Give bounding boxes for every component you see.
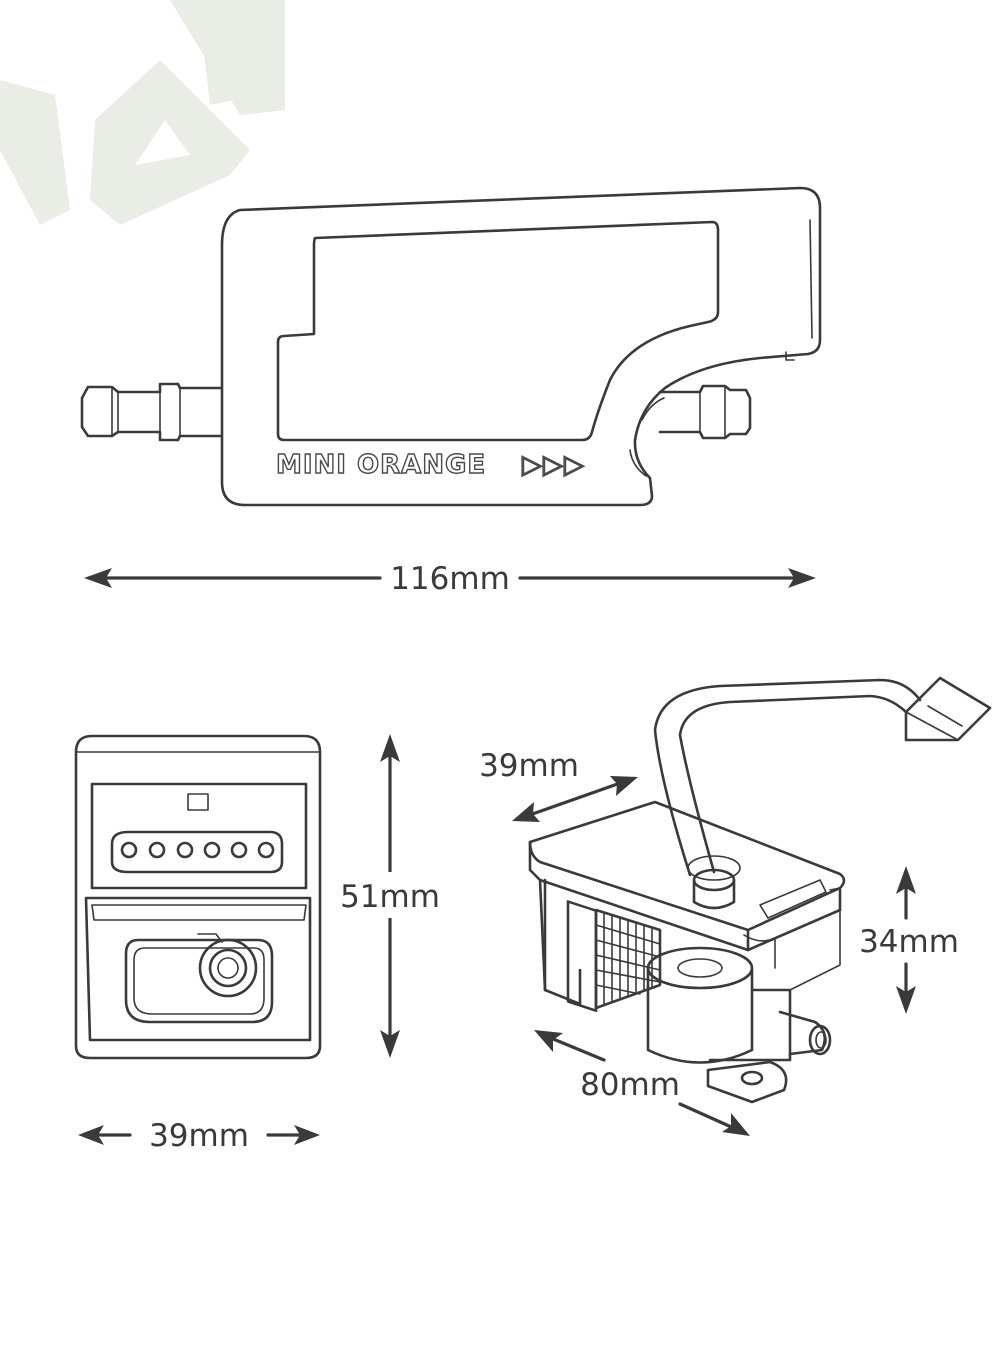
arrow-left-icon	[512, 802, 540, 822]
pump-display-window	[276, 220, 720, 442]
right-outlet-barb	[658, 384, 752, 440]
iso-height-label: 34mm	[859, 924, 959, 960]
left-inlet-barb	[80, 382, 222, 442]
cable-plug	[904, 676, 992, 742]
inlet-port	[198, 938, 258, 998]
power-cable	[653, 678, 922, 877]
arrow-right-icon	[610, 776, 638, 796]
iso-depth-dimension: 39mm	[479, 748, 638, 822]
front-width-label: 39mm	[149, 1118, 249, 1154]
arrow-right-icon	[788, 568, 816, 588]
width-dimension: 39mm	[78, 1118, 320, 1154]
arrow-left-icon	[534, 1030, 563, 1052]
arrow-right-icon	[294, 1125, 320, 1145]
iso-height-dimension: 34mm	[859, 866, 959, 1014]
iso-depth-label: 39mm	[479, 748, 579, 784]
iso-length-dimension: 80mm	[534, 1030, 750, 1136]
connector-pins	[120, 841, 275, 859]
inlet-recess	[124, 938, 274, 1024]
side-view-pump: MINI ORANGE ▷▷▷	[80, 186, 822, 507]
arrow-right-icon	[722, 1113, 750, 1136]
arrow-up-icon	[896, 866, 916, 894]
mounting-tab	[706, 1060, 788, 1104]
arrow-up-icon	[380, 734, 400, 762]
pump-body-outline	[220, 186, 822, 507]
product-label: MINI ORANGE	[276, 450, 486, 480]
arrow-left-icon	[84, 568, 112, 588]
front-height-label: 51mm	[340, 879, 440, 915]
front-view-pump	[74, 734, 322, 1060]
connector-panel	[90, 782, 308, 890]
height-dimension: 51mm	[335, 734, 445, 1058]
arrow-left-icon	[78, 1125, 104, 1145]
isometric-view-pump	[528, 676, 992, 1104]
arrow-down-icon	[896, 986, 916, 1014]
arrow-down-icon	[380, 1030, 400, 1058]
length-dimension: 116mm	[84, 561, 816, 597]
front-body-outline	[74, 734, 322, 1060]
length-label: 116mm	[390, 561, 510, 597]
iso-length-label: 80mm	[580, 1067, 680, 1103]
flow-direction-arrows: ▷▷▷	[522, 450, 585, 480]
watermark-logo	[0, 0, 285, 225]
mesh-filter	[594, 908, 662, 1010]
